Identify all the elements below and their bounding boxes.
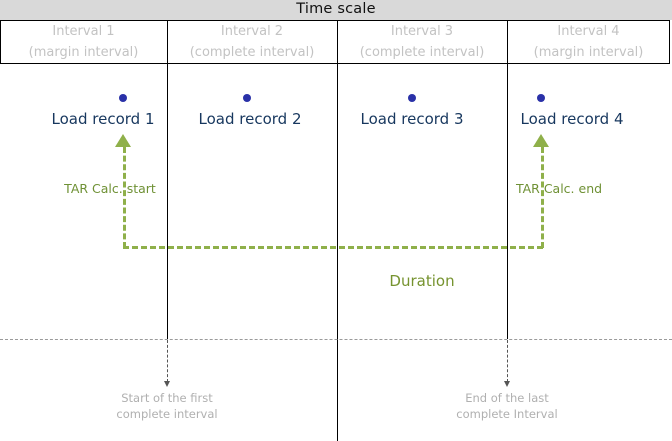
- first-interval-pointer-stem: [167, 340, 168, 382]
- footnote-first-interval-line1: Start of the first: [121, 391, 213, 405]
- last-interval-pointer-arrowhead-icon: [503, 381, 510, 387]
- footnote-last-interval-line1: End of the last: [465, 391, 549, 405]
- footnote-first-interval-line2: complete interval: [116, 407, 218, 421]
- interval-header-cell-4: Interval 4 (margin interval): [507, 21, 670, 64]
- title-band: [0, 0, 672, 20]
- grid-line-2-midpoint: [337, 20, 338, 441]
- first-interval-pointer-arrowhead-icon: [163, 381, 170, 387]
- load-record-dot-1: [119, 94, 127, 102]
- grid-line-1: [167, 20, 168, 339]
- grid-line-right-edge: [669, 20, 670, 64]
- interval-header-row: Interval 1 (margin interval) Interval 2 …: [0, 20, 670, 64]
- interval-name-4: Interval 4: [557, 24, 620, 39]
- interval-header-cell-3: Interval 3 (complete interval): [337, 21, 507, 64]
- tar-calc-end-arrowhead-icon: [533, 134, 549, 147]
- tar-calc-end-label: TAR Calc. end: [515, 181, 603, 196]
- load-record-dot-2: [243, 94, 251, 102]
- footnote-last-interval: End of the last complete Interval: [456, 390, 557, 422]
- interval-header-cell-1: Interval 1 (margin interval): [0, 21, 167, 64]
- load-record-label-1: Load record 1: [51, 110, 155, 128]
- grid-line-3: [507, 20, 508, 339]
- footnote-last-interval-line2: complete Interval: [456, 407, 558, 421]
- boundary-divider: [0, 339, 672, 340]
- interval-name-3: Interval 3: [390, 24, 454, 39]
- load-record-label-2: Load record 2: [198, 110, 302, 128]
- load-record-label-3: Load record 3: [360, 110, 464, 128]
- load-record-label-4: Load record 4: [520, 110, 624, 128]
- interval-kind-1: (margin interval): [28, 44, 139, 60]
- last-interval-pointer-stem: [507, 340, 508, 382]
- tar-calc-start-stem: [123, 147, 126, 248]
- duration-baseline: [123, 246, 543, 249]
- interval-header-cell-2: Interval 2 (complete interval): [167, 21, 337, 64]
- tar-calc-start-label: TAR Calc. start: [64, 181, 156, 196]
- tar-calc-start-arrowhead-icon: [115, 134, 131, 147]
- interval-kind-2: (complete interval): [189, 44, 315, 60]
- duration-label: Duration: [389, 272, 455, 290]
- tar-calc-end-stem: [541, 147, 544, 248]
- interval-kind-4: (margin interval): [533, 44, 644, 60]
- grid-line-left-edge: [0, 20, 1, 64]
- load-record-dot-3: [408, 94, 416, 102]
- interval-name-2: Interval 2: [220, 24, 284, 39]
- page-title: Time scale: [296, 1, 376, 17]
- interval-name-1: Interval 1: [52, 24, 115, 39]
- load-record-dot-4: [537, 94, 545, 102]
- interval-kind-3: (complete interval): [359, 44, 485, 60]
- footnote-first-interval: Start of the first complete interval: [116, 390, 217, 422]
